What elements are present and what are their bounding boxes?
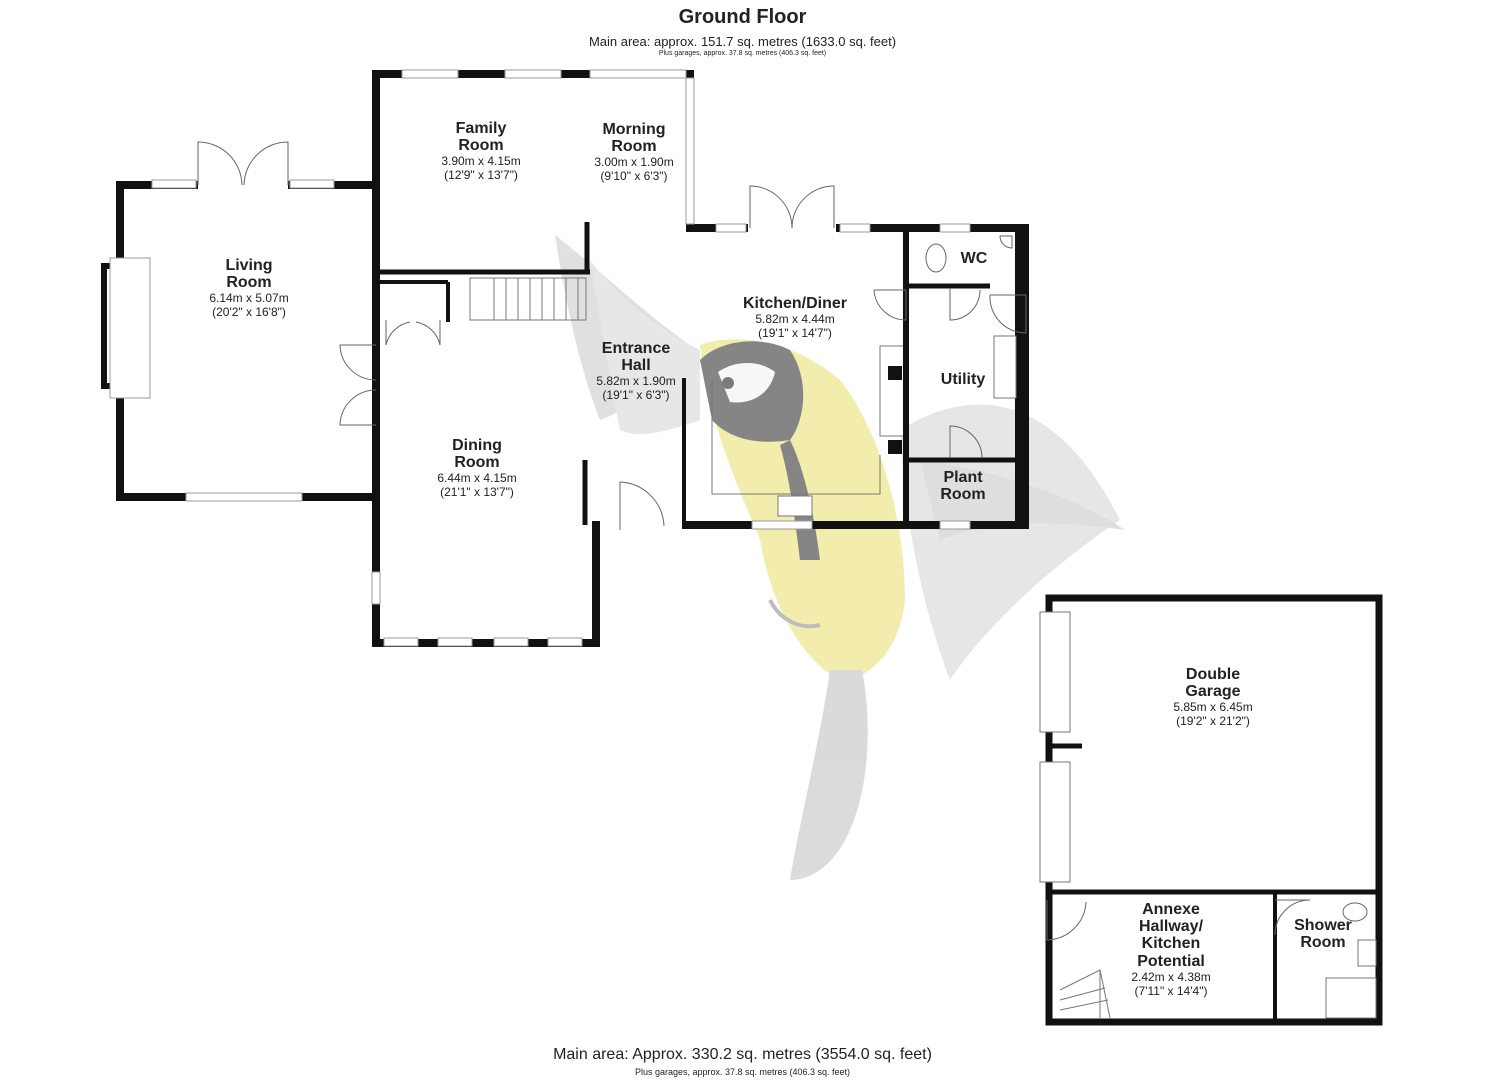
- svg-text:Room: Room: [458, 137, 503, 154]
- svg-text:Room: Room: [611, 138, 656, 155]
- label-family-room: Family Room 3.90m x 4.15m (12'9" x 13'7"…: [441, 120, 520, 182]
- svg-text:Family: Family: [456, 120, 507, 137]
- annexe-staircase: [1059, 969, 1111, 1019]
- label-morning-room: Morning Room 3.00m x 1.90m (9'10" x 6'3"…: [594, 121, 673, 183]
- svg-text:Living: Living: [225, 257, 272, 274]
- window: [151, 179, 197, 189]
- svg-text:6.44m x 4.15m: 6.44m x 4.15m: [437, 471, 516, 485]
- svg-text:Room: Room: [940, 486, 985, 503]
- svg-text:5.82m x 1.90m: 5.82m x 1.90m: [596, 374, 675, 388]
- garages-note: Plus garages, approx. 37.8 sq. metres (4…: [658, 50, 827, 57]
- svg-text:Annexe: Annexe: [1142, 901, 1200, 918]
- svg-text:(21'1" x 13'7"): (21'1" x 13'7"): [440, 485, 514, 499]
- window: [371, 571, 381, 605]
- bird-watermark: [555, 235, 1125, 880]
- label-utility: Utility: [941, 371, 986, 388]
- svg-text:Room: Room: [454, 454, 499, 471]
- svg-text:Kitchen/Diner: Kitchen/Diner: [743, 295, 847, 312]
- label-shower-room: Shower Room: [1294, 917, 1352, 951]
- window: [685, 77, 695, 225]
- label-plant-room: Plant Room: [940, 469, 985, 503]
- shower-tray: [1325, 977, 1377, 1019]
- svg-text:3.00m x 1.90m: 3.00m x 1.90m: [594, 155, 673, 169]
- window: [547, 637, 583, 647]
- svg-text:Shower: Shower: [1294, 917, 1352, 934]
- door: [339, 389, 377, 426]
- svg-text:2.42m x 4.38m: 2.42m x 4.38m: [1131, 970, 1210, 984]
- svg-text:Hallway/: Hallway/: [1139, 918, 1204, 935]
- fireplace: [109, 257, 151, 399]
- svg-text:Dining: Dining: [452, 437, 502, 454]
- svg-text:Garage: Garage: [1185, 683, 1240, 700]
- door: [873, 289, 907, 321]
- cooker: [879, 345, 907, 437]
- svg-text:6.14m x 5.07m: 6.14m x 5.07m: [209, 291, 288, 305]
- label-dining-room: Dining Room 6.44m x 4.15m (21'1" x 13'7"…: [437, 437, 516, 499]
- svg-text:(7'11" x 14'4"): (7'11" x 14'4"): [1135, 984, 1208, 998]
- french-door: [243, 141, 289, 186]
- label-living-room: Living Room 6.14m x 5.07m (20'2" x 16'8"…: [209, 257, 288, 319]
- svg-text:(20'2" x 16'8"): (20'2" x 16'8"): [212, 305, 286, 319]
- window: [289, 179, 335, 189]
- footer-garages-note: Plus garages, approx. 37.8 sq. metres (4…: [634, 1067, 851, 1077]
- svg-text:(12'9" x 13'7"): (12'9" x 13'7"): [444, 168, 518, 182]
- svg-text:Hall: Hall: [621, 357, 650, 374]
- window: [839, 223, 871, 233]
- label-entrance-hall: Entrance Hall 5.82m x 1.90m (19'1" x 6'3…: [596, 340, 675, 402]
- window: [751, 520, 813, 530]
- svg-text:Morning: Morning: [602, 121, 665, 138]
- svg-text:(9'10" x 6'3"): (9'10" x 6'3"): [600, 169, 667, 183]
- label-wc: WC: [961, 250, 988, 267]
- svg-text:Double: Double: [1186, 666, 1240, 683]
- floor-title: Ground Floor: [678, 6, 807, 28]
- french-door: [197, 141, 243, 186]
- svg-text:5.85m x 6.45m: 5.85m x 6.45m: [1173, 700, 1252, 714]
- svg-text:Room: Room: [226, 274, 271, 291]
- basin: [999, 235, 1013, 249]
- window: [383, 637, 419, 647]
- window: [939, 520, 971, 530]
- svg-text:Potential: Potential: [1137, 953, 1205, 970]
- svg-text:(19'1" x 14'7"): (19'1" x 14'7"): [758, 326, 832, 340]
- svg-text:Room: Room: [1300, 934, 1345, 951]
- total-area-summary: Main area: Approx. 330.2 sq. metres (355…: [553, 1046, 932, 1063]
- window: [493, 637, 529, 647]
- svg-text:3.90m x 4.15m: 3.90m x 4.15m: [441, 154, 520, 168]
- toilet: [925, 243, 947, 273]
- window: [185, 492, 303, 502]
- svg-text:(19'1" x 6'3"): (19'1" x 6'3"): [602, 388, 669, 402]
- svg-text:5.82m x 4.44m: 5.82m x 4.44m: [755, 312, 834, 326]
- window: [504, 69, 562, 79]
- garage-door: [1039, 611, 1071, 733]
- garage-door: [1039, 761, 1071, 883]
- front-door: [619, 481, 665, 530]
- staircase: [469, 277, 587, 321]
- living-room-walls: [116, 181, 380, 501]
- utility-counter: [993, 335, 1017, 399]
- window: [589, 69, 687, 79]
- svg-text:Utility: Utility: [941, 371, 986, 388]
- sink: [777, 495, 813, 517]
- kitchen-island: [711, 380, 881, 495]
- svg-text:WC: WC: [961, 250, 988, 267]
- main-area-summary: Main area: approx. 151.7 sq. metres (163…: [588, 34, 897, 49]
- svg-text:Plant: Plant: [943, 469, 983, 486]
- label-kitchen-diner: Kitchen/Diner 5.82m x 4.44m (19'1" x 14'…: [743, 295, 847, 340]
- window: [401, 69, 459, 79]
- window: [437, 637, 473, 647]
- svg-text:(19'2" x 21'2"): (19'2" x 21'2"): [1176, 714, 1250, 728]
- door: [339, 344, 377, 381]
- label-double-garage: Double Garage 5.85m x 6.45m (19'2" x 21'…: [1173, 666, 1252, 728]
- label-annexe: Annexe Hallway/ Kitchen Potential 2.42m …: [1131, 901, 1210, 998]
- svg-text:Kitchen: Kitchen: [1142, 935, 1201, 952]
- window: [939, 223, 971, 233]
- window: [715, 223, 747, 233]
- svg-text:Entrance: Entrance: [602, 340, 671, 357]
- garage-walls: [1045, 594, 1383, 1026]
